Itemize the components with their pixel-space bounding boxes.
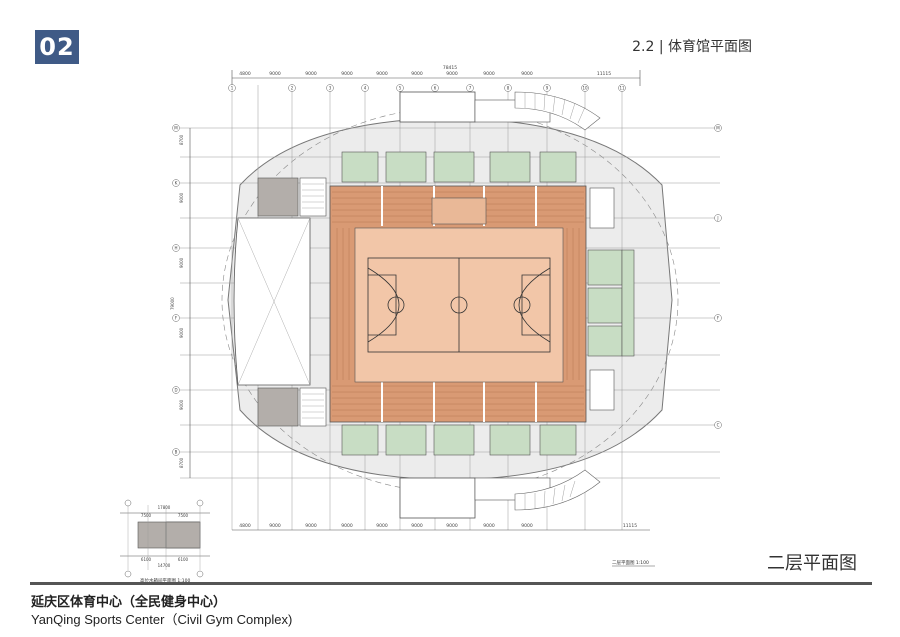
top-stair-treads [524,92,586,124]
bottom-ramp-stair [514,469,601,511]
inset-dimension-labels: 17800 7500 7500 6100 6100 14700 [141,505,189,568]
left-stair-top [299,177,327,217]
bottom-stair-treads [524,480,576,510]
svg-text:9000: 9000 [376,523,388,529]
svg-text:10: 10 [582,86,588,91]
svg-text:9000: 9000 [179,399,184,410]
svg-text:4800: 4800 [239,523,251,529]
grey-room-bottom-left [257,387,299,427]
svg-text:7500: 7500 [141,513,152,518]
inset-caption: 高位水箱间平面图 1:100 [140,577,191,584]
dim-label: 9000 [411,71,423,77]
svg-text:6: 6 [434,86,437,91]
svg-text:M: M [716,126,720,131]
svg-text:3: 3 [329,86,332,91]
basketball-court [367,257,551,353]
svg-text:4: 4 [364,86,367,91]
svg-text:9: 9 [546,86,549,91]
grey-room-top-left [257,177,299,217]
footer-rule [30,582,872,585]
svg-text:9000: 9000 [269,523,281,529]
svg-text:9000: 9000 [521,523,533,529]
main-plan-caption: 二层平面图 1:100 [612,560,649,566]
dim-label: 9000 [521,71,533,77]
bottom-service-rooms [341,424,577,456]
vip-box [431,197,487,225]
dim-label: 9000 [483,71,495,77]
svg-text:17800: 17800 [158,505,171,510]
svg-text:9000: 9000 [446,523,458,529]
dim-label: 9000 [376,71,388,77]
svg-text:C: C [717,423,720,428]
svg-text:K: K [175,181,178,186]
svg-text:J: J [716,216,718,221]
svg-text:5: 5 [399,86,402,91]
svg-text:2: 2 [291,86,294,91]
dim-label: 11115 [597,71,611,77]
top-dimension-line [231,70,641,86]
svg-text:M: M [174,126,178,131]
top-dimension-labels: 4800 9000 9000 9000 9000 9000 9000 9000 … [239,65,611,77]
grid-axis-bubbles-top: 1 2 3 4 5 6 7 8 9 10 11 [228,84,626,92]
project-name-en: YanQing Sports Center（Civil Gym Complex) [31,612,293,627]
svg-text:H: H [174,246,177,251]
right-stair-bottom [589,369,615,411]
svg-text:79000: 79000 [170,297,175,310]
svg-text:11: 11 [619,86,625,91]
left-atrium-void [233,217,311,386]
svg-text:7: 7 [469,86,472,91]
svg-text:11115: 11115 [623,523,637,529]
bottom-entrance-hall [399,477,476,519]
dim-label: 9000 [305,71,317,77]
dim-label: 4800 [239,71,251,77]
svg-text:F: F [717,316,720,321]
svg-text:B: B [175,450,178,455]
svg-text:9000: 9000 [179,257,184,268]
svg-text:9000: 9000 [305,523,317,529]
svg-text:8: 8 [507,86,510,91]
right-stair-top [589,187,615,229]
svg-text:14700: 14700 [158,563,171,568]
right-service-rooms [587,249,635,357]
top-entrance-hall [399,91,476,123]
bottom-dimension-labels: 4800 9000 9000 9000 9000 9000 9000 9000 … [239,523,637,529]
floor-title: 二层平面图 [767,553,857,574]
svg-text:9000: 9000 [483,523,495,529]
svg-text:9000: 9000 [341,523,353,529]
svg-text:6100: 6100 [141,557,152,562]
top-service-rooms [341,151,577,183]
svg-text:8700: 8700 [179,457,184,468]
svg-text:6100: 6100 [178,557,189,562]
svg-text:9000: 9000 [411,523,423,529]
page-number-badge: 02 [35,30,79,64]
svg-text:9000: 9000 [179,192,184,203]
left-dimension-labels: 8700 9000 9000 9000 9000 8700 79000 [170,134,184,468]
svg-text:D: D [174,388,177,393]
project-name-cn: 延庆区体育中心（全民健身中心） [31,595,227,610]
dim-label: 9000 [446,71,458,77]
svg-text:7500: 7500 [178,513,189,518]
svg-text:8700: 8700 [179,134,184,145]
dim-label: 9000 [269,71,281,77]
svg-text:F: F [175,316,178,321]
dim-label: 9000 [341,71,353,77]
left-stair-bottom [299,387,327,427]
section-title: 2.2 | 体育馆平面图 [632,39,752,55]
inset-water-tank-plan [120,499,210,578]
total-dimension: 78415 [443,65,457,71]
svg-text:1: 1 [231,86,234,91]
svg-text:9000: 9000 [179,327,184,338]
grid-axis-bubbles-side: M K H F D B M J F C [172,124,722,456]
